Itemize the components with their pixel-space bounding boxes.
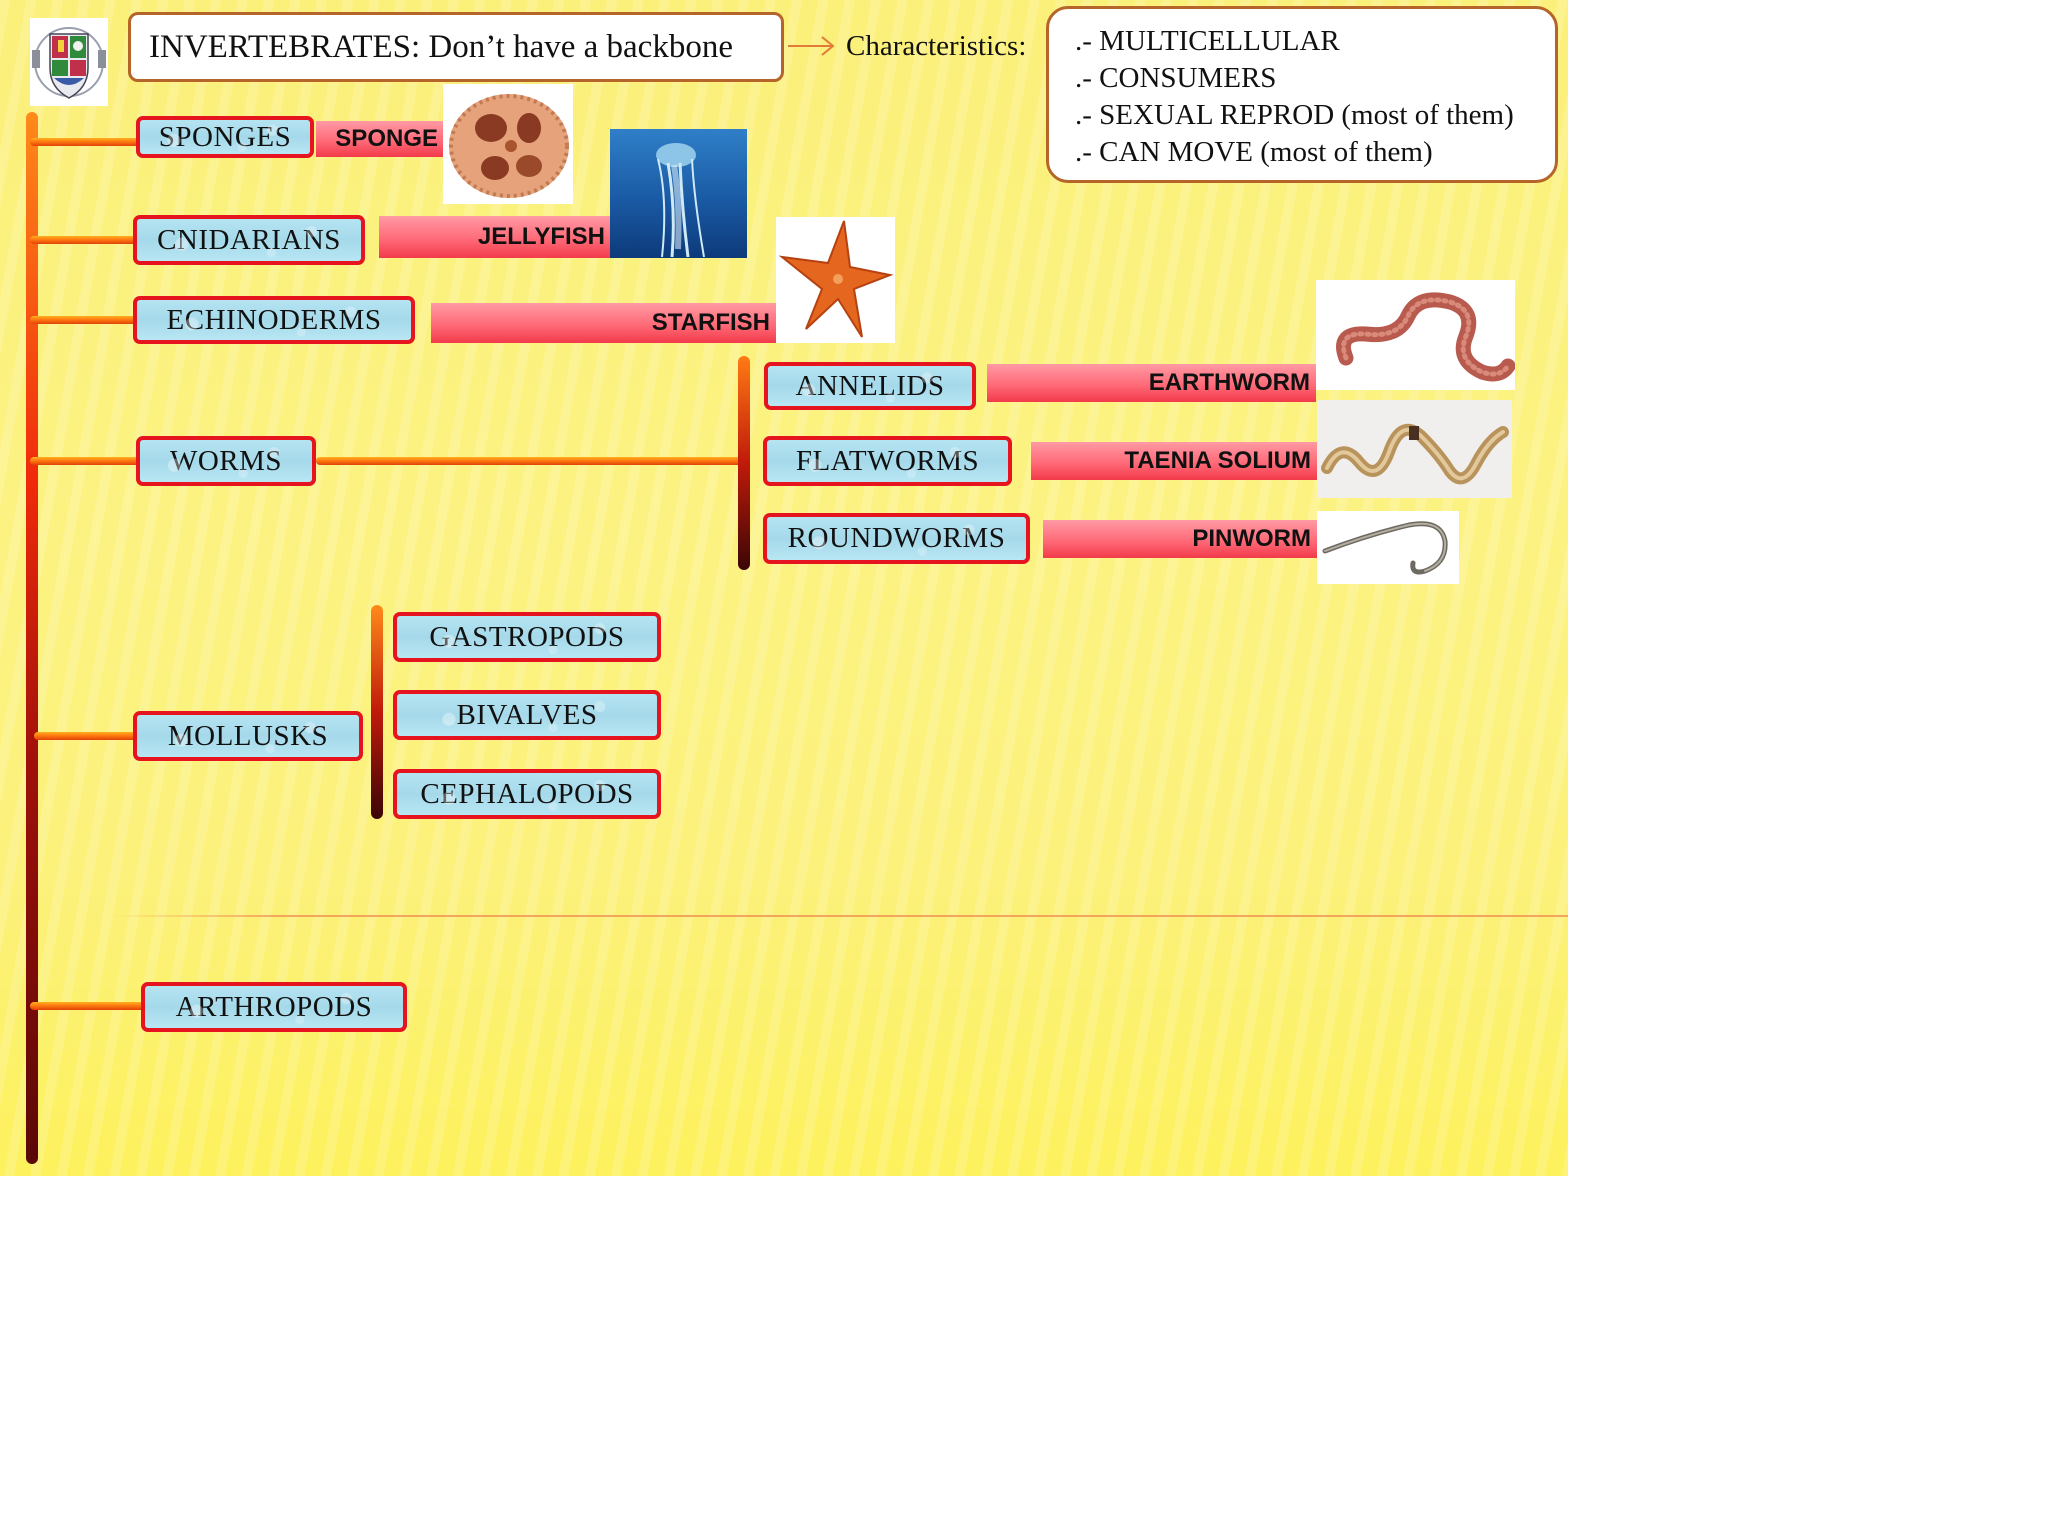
page-title: INVERTEBRATES: Don’t have a backbone xyxy=(128,12,784,82)
group-arthropods: ARTHROPODS xyxy=(141,982,407,1032)
example-label-pinworm: PINWORM xyxy=(1043,520,1317,558)
sponge-image xyxy=(443,84,573,204)
branch-worms xyxy=(30,457,140,465)
starfish-image xyxy=(776,217,895,343)
branch-sponges xyxy=(30,138,140,146)
jellyfish-image xyxy=(610,129,747,258)
characteristic-item: .- CONSUMERS xyxy=(1075,62,1277,94)
example-label-taenia-solium: TAENIA SOLIUM xyxy=(1031,442,1317,480)
branch-arthropods xyxy=(30,1002,146,1010)
main-trunk-line xyxy=(26,112,38,1164)
branch-worms-to-types xyxy=(316,457,744,465)
school-crest-icon xyxy=(30,18,108,106)
worm-type-flatworms: FLATWORMS xyxy=(763,436,1012,486)
worm-type-roundworms: ROUNDWORMS xyxy=(763,513,1030,564)
pinworm-image xyxy=(1317,511,1459,584)
earthworm-image xyxy=(1316,280,1515,390)
branch-cnidarians xyxy=(30,236,138,244)
example-label-sponge: SPONGE xyxy=(316,121,444,157)
example-label-jellyfish: JELLYFISH xyxy=(379,216,611,258)
characteristics-label: Characteristics: xyxy=(846,30,1027,62)
characteristic-item: .- MULTICELLULAR xyxy=(1075,25,1340,57)
branch-echinoderms xyxy=(30,316,138,324)
example-label-earthworm: EARTHWORM xyxy=(987,364,1316,402)
characteristic-item: .- CAN MOVE (most of them) xyxy=(1075,136,1433,168)
characteristic-item: .- SEXUAL REPROD (most of them) xyxy=(1075,99,1514,131)
branch-mollusks xyxy=(34,732,138,740)
group-worms: WORMS xyxy=(136,436,316,486)
mollusk-type-bivalves: BIVALVES xyxy=(393,690,661,740)
worm-type-annelids: ANNELIDS xyxy=(764,362,976,410)
group-cnidarians: CNIDARIANS xyxy=(133,215,365,265)
characteristics-box: .- MULTICELLULAR .- CONSUMERS .- SEXUAL … xyxy=(1046,6,1558,183)
mollusk-type-gastropods: GASTROPODS xyxy=(393,612,661,662)
horizontal-rule xyxy=(110,915,1568,917)
slide: INVERTEBRATES: Don’t have a backbone Cha… xyxy=(0,0,1568,1176)
taenia-solium-image xyxy=(1317,400,1512,498)
group-mollusks: MOLLUSKS xyxy=(133,711,363,761)
group-sponges: SPONGES xyxy=(136,116,314,158)
worms-subtrunk-line xyxy=(738,356,750,570)
group-echinoderms: ECHINODERMS xyxy=(133,296,415,344)
mollusks-subtrunk-line xyxy=(371,605,383,819)
arrow-right-icon xyxy=(786,34,838,63)
mollusk-type-cephalopods: CEPHALOPODS xyxy=(393,769,661,819)
example-label-starfish: STARFISH xyxy=(431,303,776,343)
